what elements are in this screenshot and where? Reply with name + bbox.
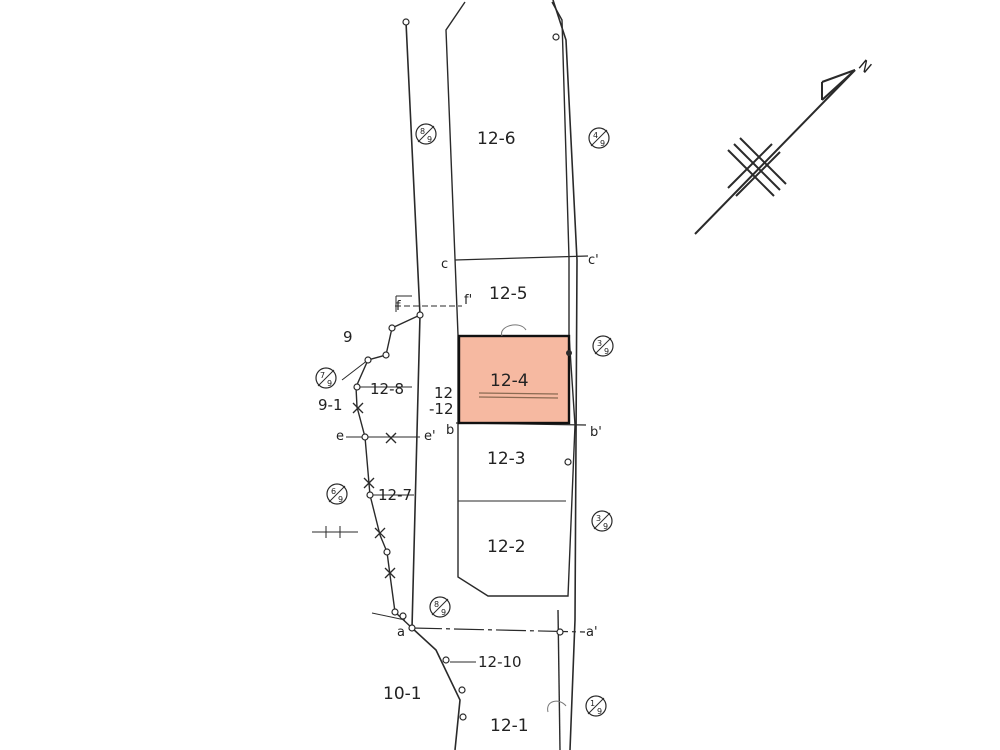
svg-text:9: 9 — [600, 139, 605, 148]
sketch-mark — [501, 324, 527, 337]
line-c-c-prime — [454, 255, 589, 261]
parcel-12-6-label: 12-6 — [477, 129, 516, 149]
parcel-12-4-label: 12-4 — [490, 371, 529, 391]
svg-text:9: 9 — [604, 347, 609, 356]
parcel-12-5-label: 12-5 — [489, 284, 528, 304]
parcel-12-8-label: 12-8 — [370, 380, 404, 398]
parcel-12-4-underline-1 — [478, 392, 559, 395]
line-a-a-prime — [411, 627, 586, 633]
sheet-ref-8-9-lower: 8 9 — [429, 596, 451, 618]
parcel-12-7-label: 12-7 — [378, 486, 412, 504]
parcel-12-12-label-top: 12 — [434, 384, 453, 402]
point-c-label: c — [441, 257, 448, 272]
parcel-12-1-label: 12-1 — [490, 716, 529, 736]
svg-text:9: 9 — [338, 495, 343, 504]
parcel-12-2-label: 12-2 — [487, 537, 526, 557]
sheet-ref-4-9: 4 9 — [588, 127, 610, 149]
parcel-12-4-underline-2 — [478, 396, 559, 399]
svg-text:3: 3 — [597, 339, 602, 348]
x-markers — [352, 402, 397, 579]
sheet-ref-8-9: 8 9 — [415, 123, 437, 145]
parcel-9-label: 9 — [343, 328, 353, 346]
point-b-label: b — [446, 423, 454, 438]
road-left-boundary — [405, 21, 461, 750]
svg-text:4: 4 — [593, 131, 598, 140]
road-right-boundary — [552, 0, 578, 750]
point-e-prime-label: e' — [424, 429, 436, 444]
sheet-ref-1-9: 1 9 — [585, 695, 607, 717]
svg-text:1: 1 — [590, 699, 595, 708]
sketch-mark-2 — [547, 700, 567, 713]
block-outline — [445, 1, 576, 597]
sheet-ref-7-9: 7 9 — [315, 367, 337, 389]
sheet-ref-6-9: 6 9 — [326, 483, 348, 505]
point-f-label: f — [396, 299, 401, 314]
point-f-prime-label: f' — [464, 293, 472, 308]
svg-text:9: 9 — [603, 522, 608, 531]
parcel-12-10-label: 12-10 — [478, 653, 522, 671]
parcel-12-12-label-bottom: -12 — [429, 400, 454, 418]
svg-text:9: 9 — [597, 707, 602, 716]
north-symbol: N — [855, 56, 875, 77]
north-arrow — [694, 69, 856, 235]
svg-text:6: 6 — [331, 487, 336, 496]
svg-text:9: 9 — [427, 135, 432, 144]
parcel-10-1-label: 10-1 — [383, 684, 422, 704]
parcel-9-line — [341, 359, 369, 381]
boundary-a-stub — [371, 612, 406, 621]
svg-text:8: 8 — [434, 600, 439, 609]
svg-text:9: 9 — [327, 379, 332, 388]
point-a-prime-label: a' — [586, 625, 598, 640]
svg-text:7: 7 — [320, 371, 325, 380]
svg-text:3: 3 — [596, 514, 601, 523]
survey-point-filled — [566, 350, 572, 356]
sheet-ref-3-9-lower: 3 9 — [591, 510, 613, 532]
parcel-12-3-label: 12-3 — [487, 449, 526, 469]
point-b-prime-label: b' — [590, 425, 602, 440]
sheet-ref-3-9: 3 9 — [592, 335, 614, 357]
point-e-label: e — [336, 429, 344, 444]
parcel-9-1-label: 9-1 — [318, 396, 343, 414]
point-a-label: a — [397, 625, 405, 640]
point-c-prime-label: c' — [588, 253, 599, 268]
svg-text:8: 8 — [420, 127, 425, 136]
survey-points — [353, 18, 572, 721]
parcel-12-4-highlight[interactable] — [457, 334, 571, 425]
svg-text:9: 9 — [441, 608, 446, 617]
